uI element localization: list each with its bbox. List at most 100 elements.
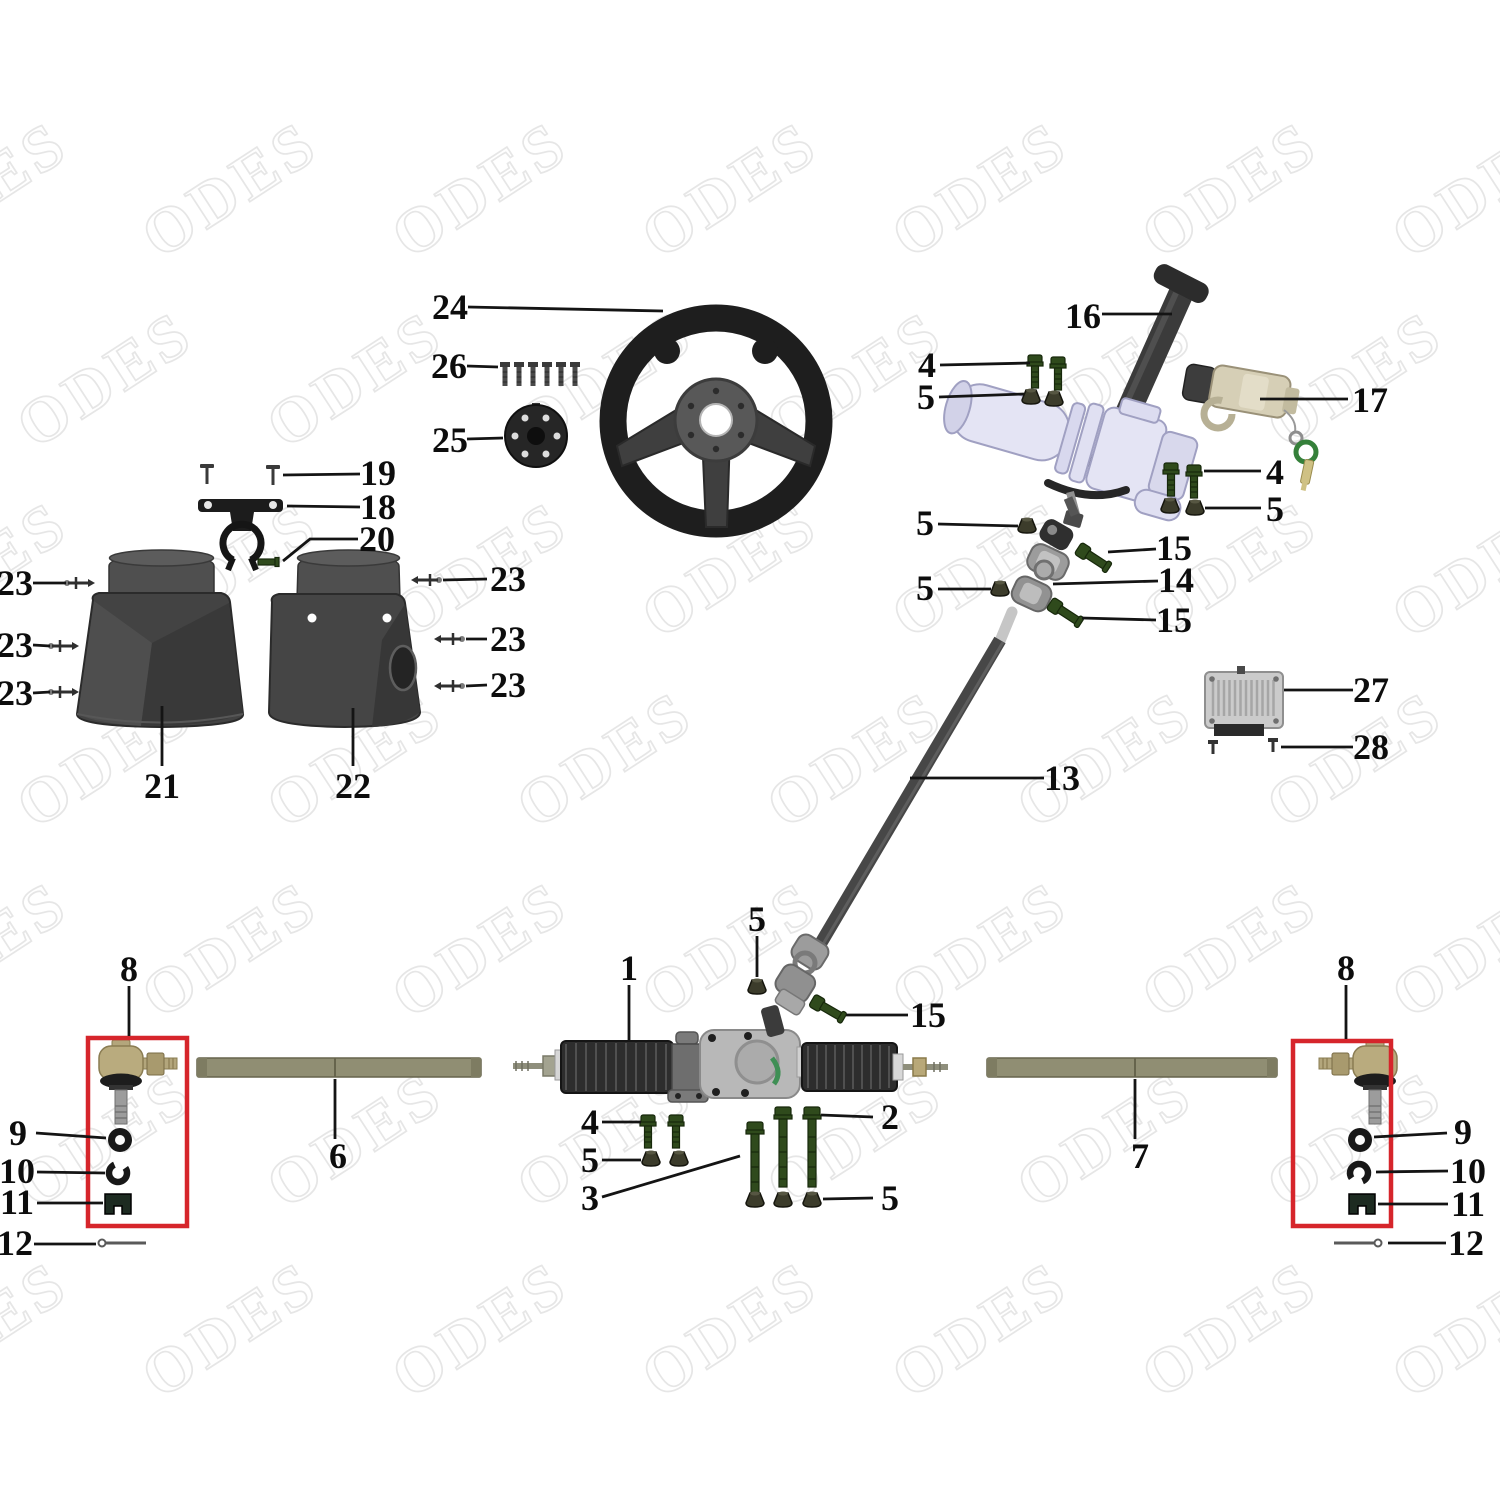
watermark-text: ODES [0, 106, 81, 271]
watermark-text: ODES [1379, 486, 1500, 651]
leader-line-18 [286, 504, 361, 509]
u-joint-upper [1010, 496, 1080, 613]
callout-23: 23 [490, 619, 526, 659]
leader-line-24 [467, 305, 664, 313]
callout-19: 19 [360, 453, 396, 493]
callout-14: 14 [1158, 560, 1194, 600]
watermark-text: ODES [379, 106, 581, 271]
callout-4: 4 [918, 345, 936, 385]
callout-16: 16 [1065, 296, 1101, 336]
callout-7: 7 [1131, 1136, 1149, 1176]
wheel-hub-plate [504, 403, 568, 468]
watermark-text: ODES [129, 866, 331, 1031]
callout-28: 28 [1353, 727, 1389, 767]
rack-and-pinion [513, 1005, 948, 1103]
leader-line-20 [282, 537, 358, 563]
leader-line-5 [937, 522, 1019, 528]
callout-8: 8 [1337, 948, 1355, 988]
watermark-text: ODES [254, 1056, 456, 1221]
leader-line-5 [938, 392, 1025, 399]
callout-9: 9 [9, 1113, 27, 1153]
callout-15: 15 [1156, 528, 1192, 568]
ignition-switch [1181, 363, 1319, 491]
watermark-text: ODES [504, 676, 706, 841]
callout-23: 23 [490, 665, 526, 705]
watermark-text: ODES [1004, 676, 1206, 841]
callout-25: 25 [432, 420, 468, 460]
leader-line-23 [32, 643, 51, 648]
callout-8: 8 [120, 949, 138, 989]
callout-22: 22 [335, 766, 371, 806]
callout-17: 17 [1352, 380, 1388, 420]
leader-line-5 [822, 1196, 874, 1201]
callout-1: 1 [620, 948, 638, 988]
callout-23: 23 [0, 673, 33, 713]
leader-line-23 [465, 683, 488, 688]
leader-line-14 [1052, 579, 1159, 586]
watermark-text: ODES [1129, 1246, 1331, 1411]
watermark-text: ODES [1129, 106, 1331, 271]
leader-line-23 [442, 577, 488, 582]
callout-13: 13 [1044, 758, 1080, 798]
watermark-text: ODES [254, 296, 456, 461]
callout-23: 23 [0, 563, 33, 603]
callout-23: 23 [0, 625, 33, 665]
callout-15: 15 [910, 995, 946, 1035]
watermark-text: ODES [879, 106, 1081, 271]
watermark-text: ODES [1379, 1246, 1500, 1411]
u-joint-lower [774, 933, 830, 1016]
leader-line-25 [466, 436, 504, 441]
watermark-text: ODES [1379, 106, 1500, 271]
watermark-text: ODES [629, 106, 831, 271]
callout-26: 26 [431, 346, 467, 386]
ecu-screws [1206, 736, 1280, 756]
callout-12: 12 [1448, 1223, 1484, 1263]
callout-6: 6 [329, 1136, 347, 1176]
callout-10: 10 [1450, 1151, 1486, 1191]
leader-line-9 [35, 1131, 107, 1140]
callout-24: 24 [432, 287, 468, 327]
steering-shaft [812, 606, 1018, 952]
highlight-box-right [1290, 1038, 1394, 1229]
callout-21: 21 [144, 766, 180, 806]
callout-5: 5 [917, 377, 935, 417]
highlight-box-left [85, 1035, 190, 1229]
callout-11: 11 [1451, 1184, 1485, 1224]
callout-27: 27 [1353, 670, 1389, 710]
leader-line-23 [32, 690, 51, 695]
callout-5: 5 [881, 1178, 899, 1218]
callout-3: 3 [581, 1178, 599, 1218]
key [1300, 459, 1315, 491]
callout-20: 20 [359, 519, 395, 559]
leader-line-19 [282, 472, 361, 477]
leader-line-3 [601, 1154, 741, 1199]
callout-9: 9 [1454, 1112, 1472, 1152]
leader-line-9 [1373, 1131, 1448, 1139]
parts-layer [46, 264, 1398, 1248]
watermark-layer: ODES ODES ODES ODES ODES ODES ODES ODES ODES ODES… [0, 106, 1500, 1413]
callout-11: 11 [0, 1182, 34, 1222]
watermark-text: ODES [1379, 866, 1500, 1031]
leader-line-4 [939, 361, 1031, 367]
watermark-text: ODES [379, 866, 581, 1031]
callout-5: 5 [916, 503, 934, 543]
callout-5: 5 [916, 568, 934, 608]
watermark-text: ODES [129, 1246, 331, 1411]
callout-5: 5 [748, 899, 766, 939]
watermark-text: ODES [629, 1246, 831, 1411]
watermark-text: ODES [1004, 1056, 1206, 1221]
tie-rod-right [986, 1057, 1278, 1078]
watermark-text: ODES [879, 1246, 1081, 1411]
leader-line-26 [466, 364, 499, 369]
column-bracket [198, 462, 283, 572]
callout-15: 15 [1156, 600, 1192, 640]
watermark-text: ODES [1129, 866, 1331, 1031]
callout-12: 12 [0, 1223, 33, 1263]
callout-18: 18 [360, 487, 396, 527]
steering-cover-right [268, 549, 421, 729]
leader-line-15 [1081, 616, 1157, 622]
callout-4: 4 [1266, 452, 1284, 492]
watermark-text: ODES [0, 1246, 81, 1411]
